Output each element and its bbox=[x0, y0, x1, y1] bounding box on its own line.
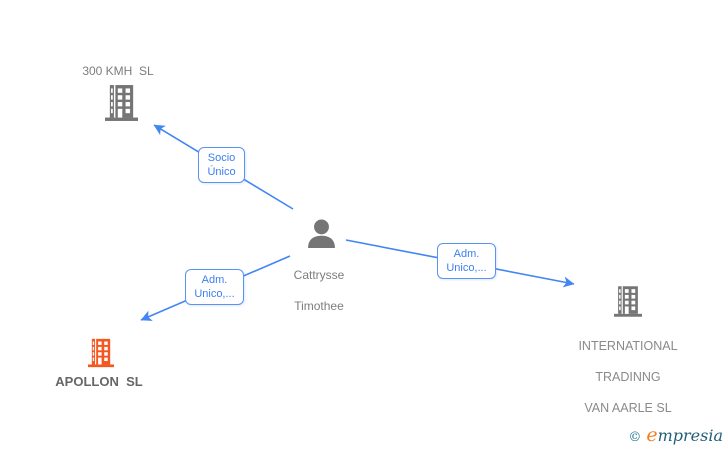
edge-label-adm-unico-left[interactable]: Adm. Unico,... bbox=[185, 269, 244, 305]
edge-label-adm-unico-left-line1: Adm. bbox=[201, 274, 228, 286]
edge-label-socio-unico-line2: Único bbox=[207, 166, 236, 178]
company-node-apollon[interactable] bbox=[88, 335, 114, 371]
edge-label-adm-unico-left-line2: Unico,... bbox=[194, 288, 235, 300]
company-node-international[interactable] bbox=[614, 285, 642, 318]
person-name-line1: Cattrysse bbox=[293, 267, 345, 282]
person-node[interactable] bbox=[306, 219, 337, 248]
brand-wordmark: empresia bbox=[646, 424, 723, 446]
edge-label-socio-unico-line1: Socio bbox=[207, 152, 236, 164]
building-icon bbox=[105, 85, 138, 121]
company-label-international: INTERNATIONAL TRADINNG VAN AARLE SL bbox=[546, 323, 710, 416]
brand-rest: mpresia bbox=[657, 426, 723, 445]
brand-first-letter: e bbox=[646, 424, 658, 446]
empresia-logo[interactable]: © empresia bbox=[628, 424, 723, 446]
company-label-international-line1: INTERNATIONAL bbox=[578, 338, 678, 353]
person-name-label: Cattrysse Timothee bbox=[259, 252, 379, 314]
edge-label-socio-unico[interactable]: Socio Único bbox=[198, 147, 245, 183]
copyright-icon: © bbox=[628, 430, 642, 445]
company-node-300-kmh[interactable] bbox=[105, 85, 138, 121]
company-label-apollon: APOLLON SL bbox=[55, 374, 143, 389]
edge-label-adm-unico-right[interactable]: Adm. Unico,... bbox=[437, 243, 496, 279]
company-label-international-line2: TRADINNG bbox=[595, 369, 661, 384]
edge-label-adm-unico-right-line2: Unico,... bbox=[446, 262, 487, 274]
company-label-international-line3: VAN AARLE SL bbox=[584, 400, 672, 415]
edge-label-adm-unico-right-line1: Adm. bbox=[453, 248, 480, 260]
company-label-300-kmh: 300 KMH SL bbox=[82, 64, 154, 78]
building-icon bbox=[88, 338, 114, 368]
person-name-line2: Timothee bbox=[294, 298, 344, 313]
person-icon bbox=[308, 219, 335, 248]
building-icon bbox=[614, 286, 642, 317]
